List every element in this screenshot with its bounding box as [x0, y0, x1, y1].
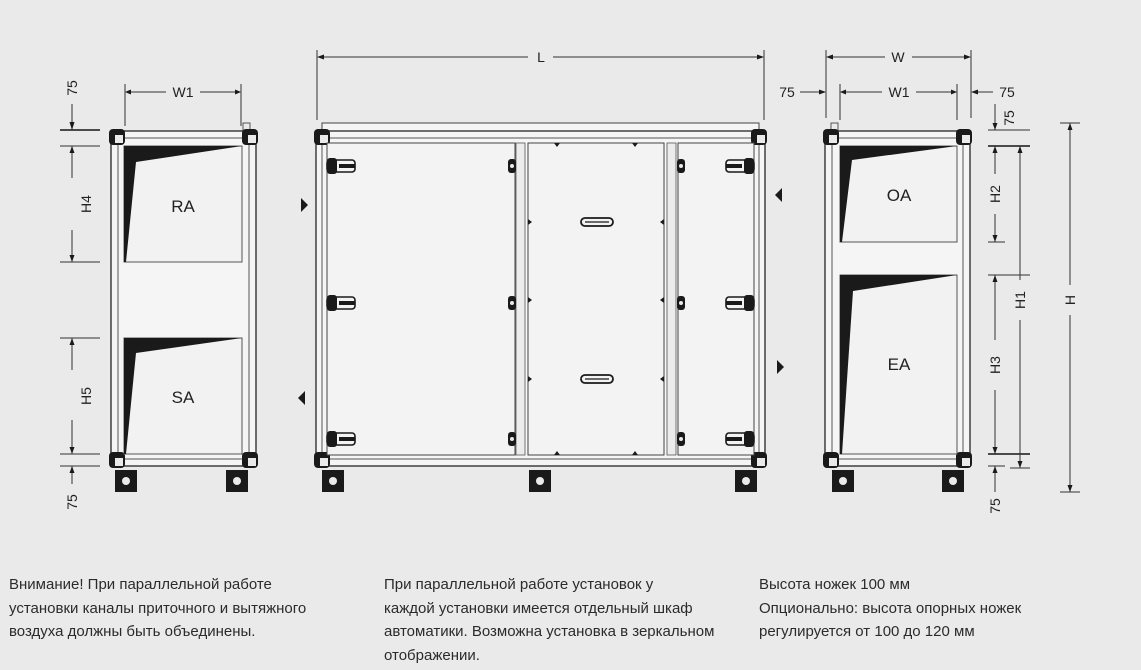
- left-dimension-lines: [60, 84, 242, 484]
- note-leg-height: Высота ножек 100 мм Опционально: высота …: [759, 576, 1022, 640]
- label-w: W: [891, 49, 905, 65]
- label-75-right-top: 75: [1001, 110, 1017, 126]
- label-h3: H3: [987, 356, 1003, 374]
- label-w1-right: W1: [889, 84, 910, 100]
- unit-dimension-drawing: RA SA W1 H4 H5 75 75: [60, 49, 1080, 514]
- left-side-view: [109, 122, 258, 492]
- label-h4: H4: [78, 195, 94, 213]
- label-h1: H1: [1012, 291, 1028, 309]
- label-75-left-bottom: 75: [64, 494, 80, 510]
- note-parallel-operation: При параллельной работе установок у кажд…: [384, 576, 715, 664]
- label-75-left-top: 75: [64, 80, 80, 96]
- front-dimension-arrows: [317, 54, 764, 60]
- label-h2: H2: [987, 185, 1003, 203]
- note-warning: Внимание! При параллельной работе устано…: [9, 576, 307, 640]
- label-l: L: [537, 49, 545, 65]
- label-w1-left: W1: [173, 84, 194, 100]
- label-sa: SA: [172, 388, 195, 407]
- label-oa: OA: [887, 186, 912, 205]
- front-dimension-lines: [316, 50, 765, 120]
- front-view: [298, 122, 784, 492]
- right-side-view: [823, 122, 972, 492]
- left-dimension-arrows: [69, 89, 241, 473]
- label-ea: EA: [888, 355, 911, 374]
- label-75-right-left: 75: [779, 84, 795, 100]
- label-ra: RA: [171, 197, 195, 216]
- label-75-right-bottom: 75: [987, 498, 1003, 514]
- right-dimension-arrows: [819, 54, 1073, 492]
- label-h: H: [1062, 295, 1078, 305]
- label-75-right-right: 75: [999, 84, 1015, 100]
- label-h5: H5: [78, 387, 94, 405]
